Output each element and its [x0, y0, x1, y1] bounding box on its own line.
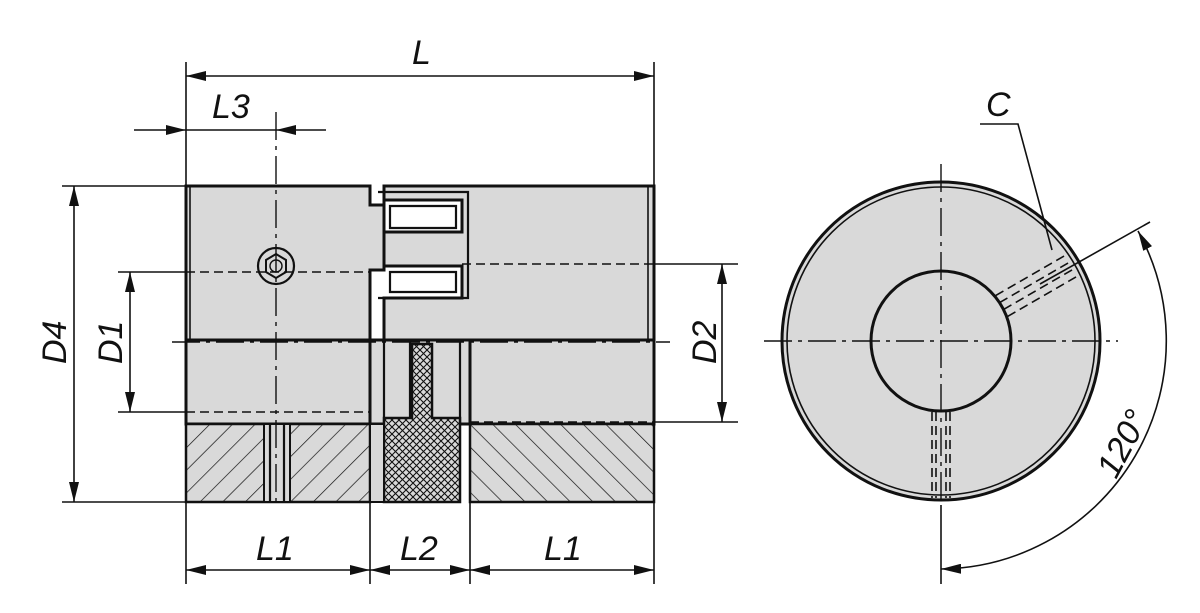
dimension-lines — [69, 71, 727, 575]
end-view — [764, 123, 1168, 584]
right-hub — [382, 184, 656, 342]
label-L3: L3 — [212, 88, 250, 126]
right-hub-lower — [468, 338, 656, 426]
label-angle: 120° — [1090, 404, 1157, 484]
spider-section — [382, 342, 462, 504]
label-D4: D4 — [36, 321, 74, 364]
right-section — [468, 422, 656, 504]
label-L1-left: L1 — [256, 530, 294, 568]
label-D2: D2 — [686, 320, 724, 364]
label-L1-right: L1 — [544, 530, 582, 568]
label-L: L — [412, 34, 431, 72]
side-view — [172, 112, 670, 505]
label-L2: L2 — [400, 530, 438, 568]
label-C: C — [986, 86, 1011, 124]
label-D1: D1 — [92, 321, 130, 364]
left-hub-lower — [184, 338, 372, 426]
